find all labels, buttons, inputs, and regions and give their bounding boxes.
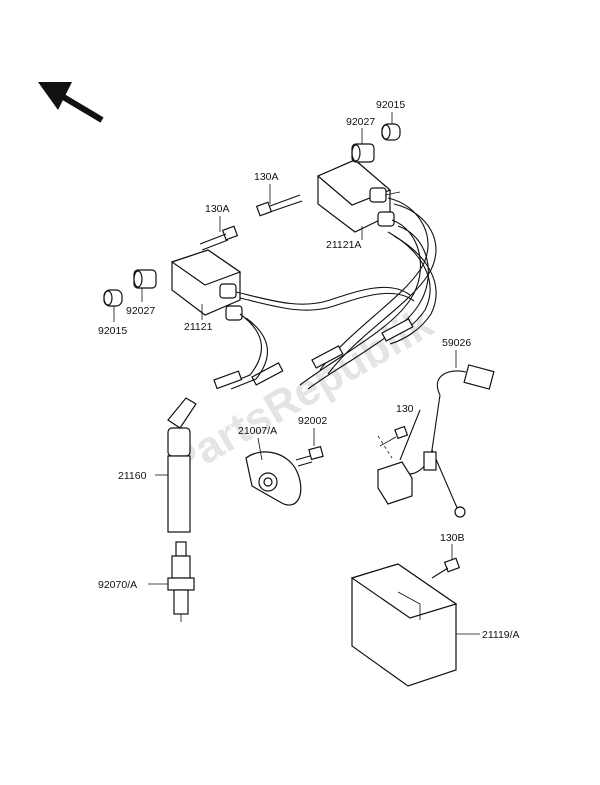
grommet-92015-left (103, 289, 123, 307)
label-92002: 92002 (298, 415, 327, 427)
ignition-coil-upper (316, 159, 401, 233)
screw-130 (377, 425, 409, 459)
label-21121: 21121 (184, 321, 213, 333)
label-92015-left: 92015 (98, 325, 127, 337)
front-direction-arrow-icon (38, 82, 104, 123)
pickup-coil-59026 (377, 364, 495, 518)
collar-92027-top (351, 143, 375, 163)
label-130b: 130B (440, 532, 465, 544)
label-21160: 21160 (118, 470, 147, 482)
ignition-coil-lower (170, 249, 243, 321)
spark-plug-92070a (167, 541, 195, 622)
label-92027-top: 92027 (346, 116, 375, 128)
bolt-130a-left (199, 225, 239, 251)
label-130: 130 (396, 403, 414, 415)
label-130a-left: 130A (205, 203, 230, 215)
label-92027-left: 92027 (126, 305, 155, 317)
collar-92027-left (133, 269, 157, 289)
igniter-unit-21119a (350, 563, 458, 687)
label-130a-right: 130A (254, 171, 279, 183)
coil-lower-wires (224, 286, 415, 390)
spark-plug-cap-21160 (167, 397, 197, 533)
grommet-92015-top (381, 123, 401, 141)
timing-rotor-21007a (245, 451, 302, 506)
label-92015-top: 92015 (376, 99, 405, 111)
bolt-130a-right (255, 194, 303, 217)
leader-lines (113, 112, 480, 635)
label-21119a: 21119/A (482, 629, 520, 641)
bolt-92002 (295, 445, 324, 467)
plug-lead-ends-center (251, 318, 414, 386)
plug-lead-end-left (213, 370, 243, 390)
label-92070a: 92070/A (98, 579, 137, 591)
label-59026: 59026 (442, 337, 471, 349)
screw-130b (431, 557, 461, 579)
label-21007a: 21007/A (238, 425, 277, 437)
label-21121a: 21121A (326, 239, 361, 251)
